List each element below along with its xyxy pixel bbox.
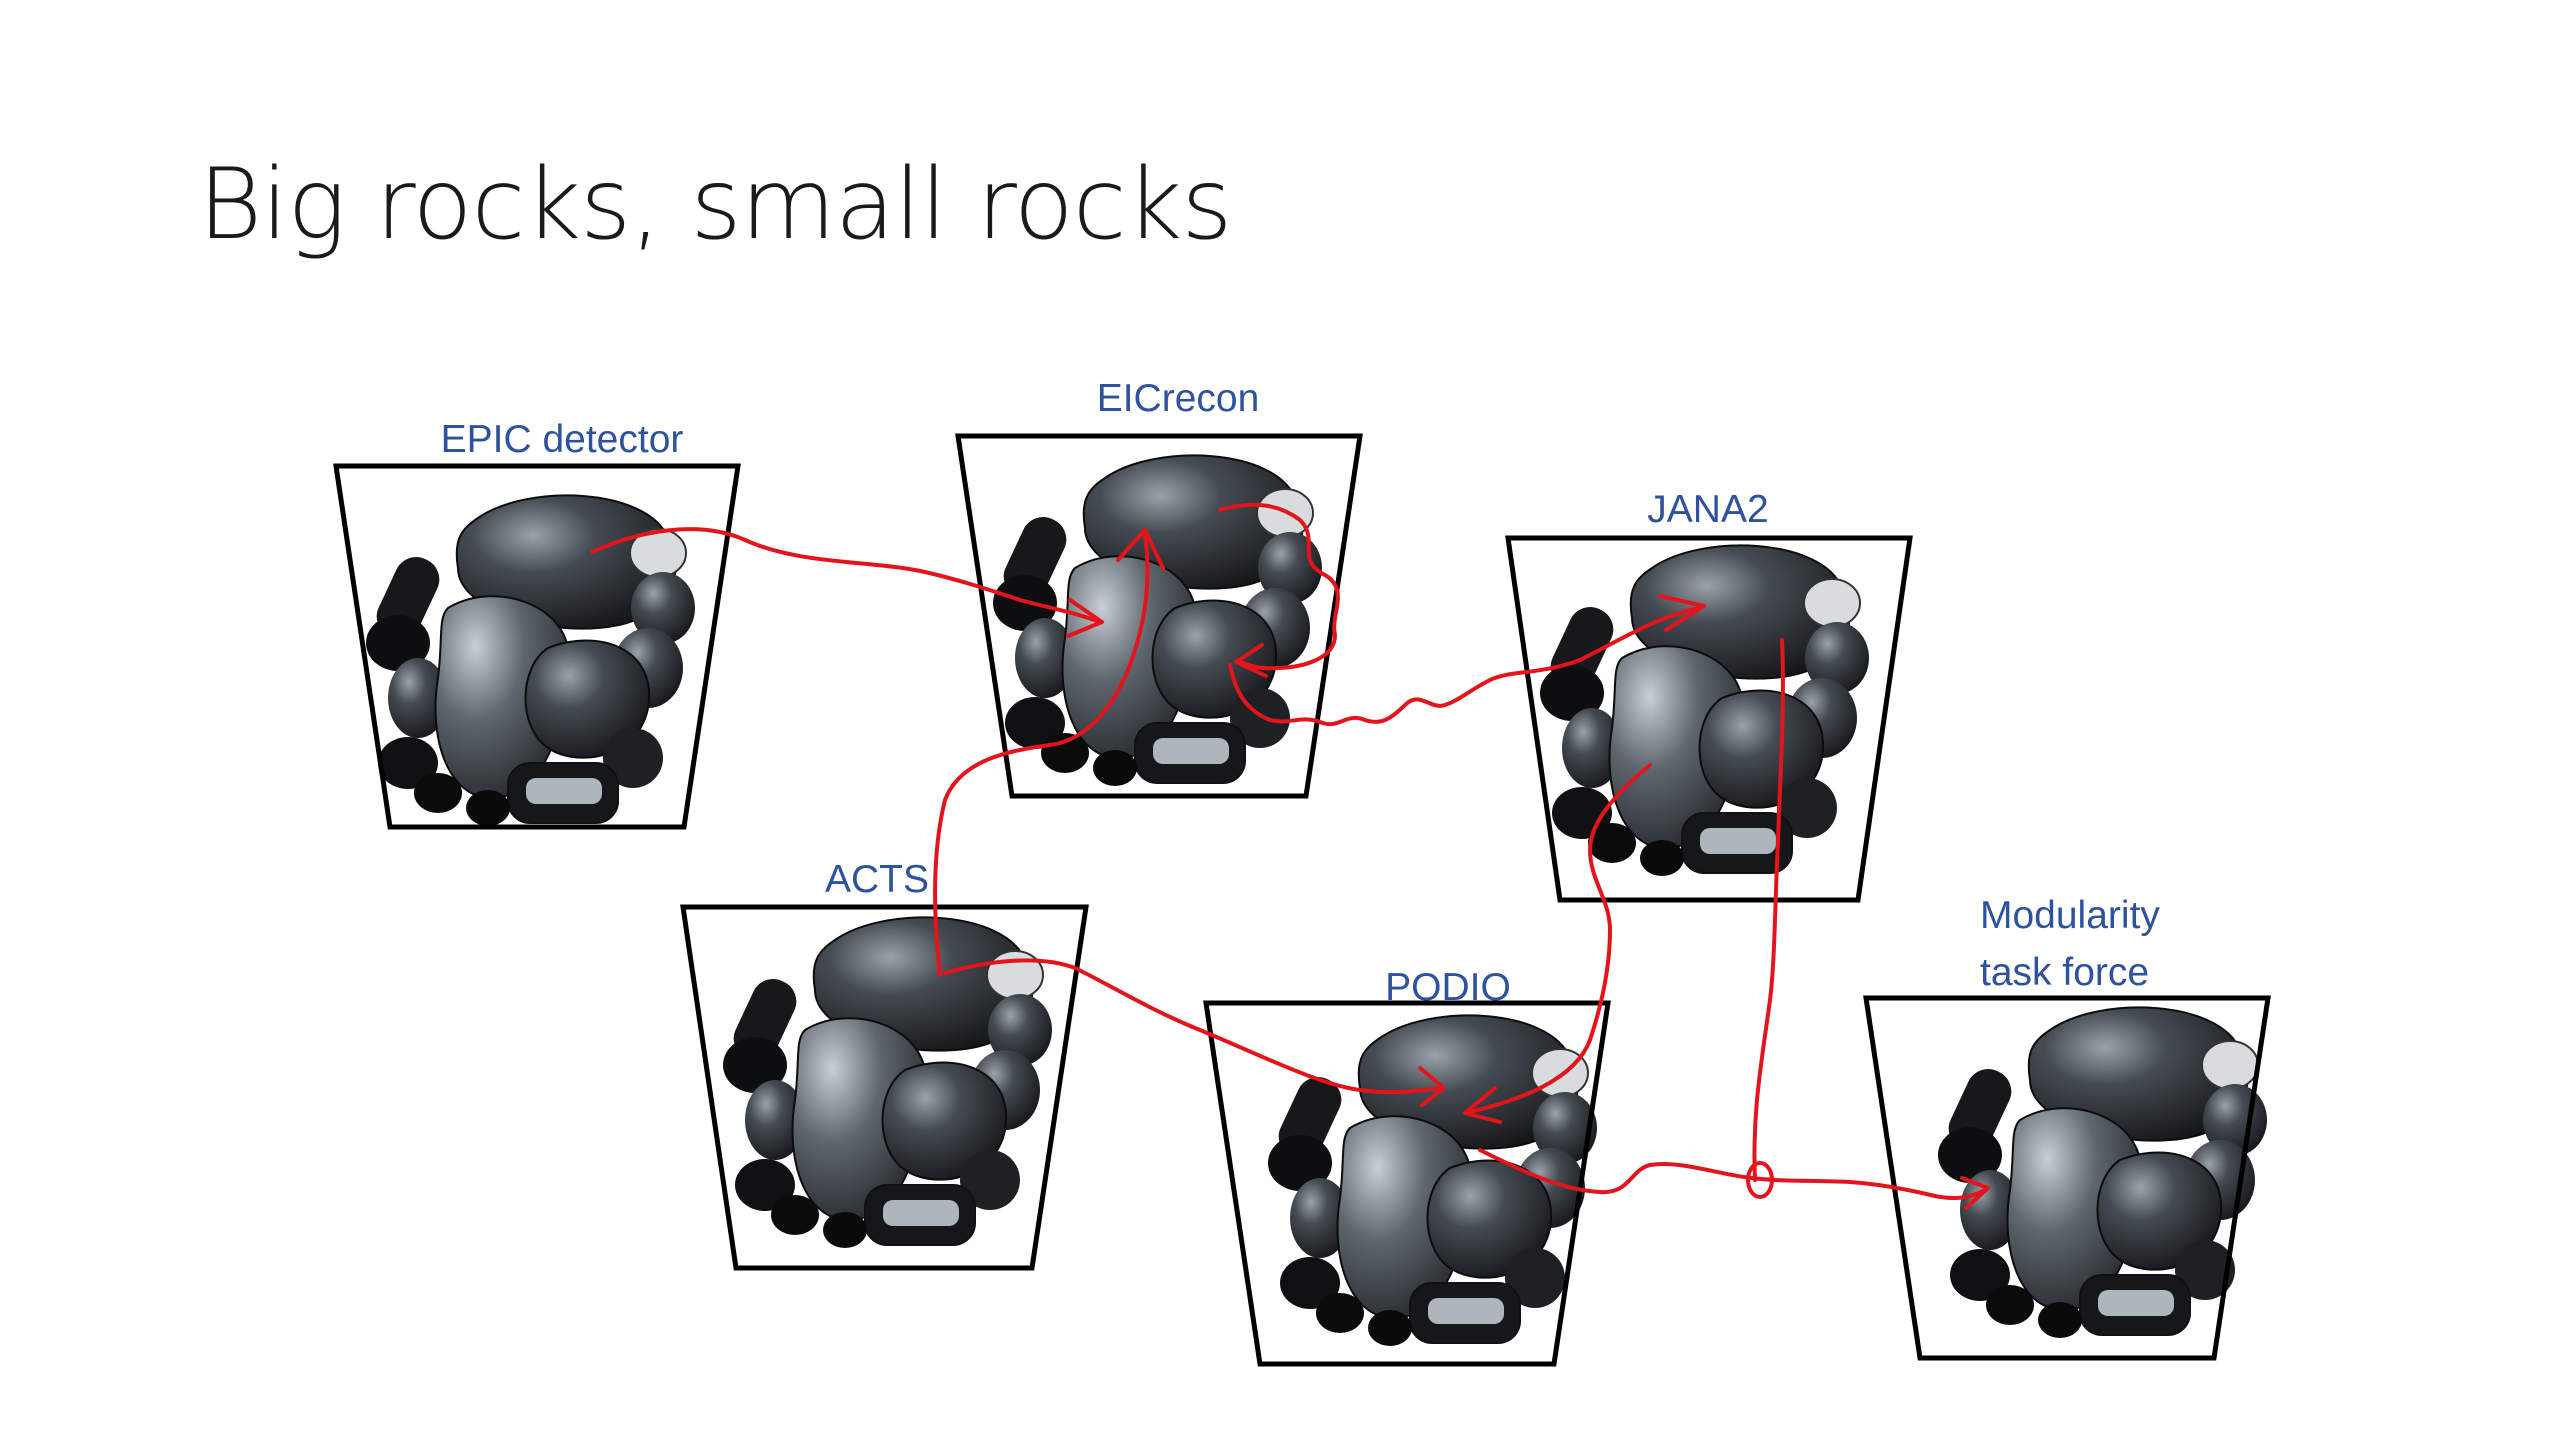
junction-marker: [1746, 1161, 1774, 1199]
line-jana2-down: [1752, 638, 1785, 1182]
arrow-jana2-to-eicrecon: [1228, 606, 1702, 726]
bucket-label-epic-detector: EPIC detector: [441, 418, 684, 461]
bucket-label-jana2: JANA2: [1647, 488, 1768, 531]
bucket-outline: [680, 904, 1089, 1271]
slide-title: Big rocks, small rocks: [198, 148, 1232, 262]
rock-pile-image: [723, 917, 1052, 1248]
arrowhead: [1960, 1176, 1990, 1210]
arrowhead: [1116, 528, 1165, 570]
arrow-jana2-to-podio: [1468, 763, 1652, 1114]
arrowhead: [1066, 598, 1104, 638]
bucket-label-modularity-line1: Modularity: [1980, 894, 2160, 937]
arrow-acts-to-podio: [943, 958, 1442, 1095]
bucket-acts: ACTS: [680, 858, 1089, 1271]
bucket-outline: [1203, 1000, 1611, 1367]
arrow-eicrecon-loop: [1218, 502, 1340, 671]
bucket-label-eicrecon: EICrecon: [1097, 377, 1260, 420]
bucket-podio: PODIO: [1203, 966, 1611, 1367]
bucket-eicrecon: EICrecon: [955, 377, 1363, 799]
arrowhead: [1418, 1066, 1446, 1107]
arrowhead: [1658, 594, 1706, 632]
rock-pile-image: [993, 455, 1322, 786]
bucket-outline: [1505, 535, 1913, 903]
arrowhead: [1463, 1086, 1502, 1124]
bucket-outline: [1863, 995, 2271, 1361]
arrow-epic-to-eicrecon: [590, 527, 1102, 624]
rock-pile-image: [1540, 545, 1869, 876]
bucket-jana2: JANA2: [1505, 488, 1913, 903]
arrowhead: [1234, 643, 1268, 678]
bucket-outline: [333, 463, 741, 830]
bucket-label-acts: ACTS: [825, 858, 929, 901]
rock-pile-image: [1938, 1007, 2267, 1338]
arrow-acts-to-eicrecon: [933, 533, 1150, 977]
bucket-outline: [955, 433, 1363, 799]
bucket-label-modularity-line2: task force: [1980, 951, 2149, 994]
rock-pile-image: [366, 495, 695, 826]
arrow-podio-to-modularity: [1478, 1148, 1987, 1200]
bucket-epic-detector: EPIC detector: [333, 418, 741, 830]
annotation-strokes: [590, 502, 1990, 1210]
bucket-modularity-task-force: Modularity task force: [1863, 894, 2271, 1361]
